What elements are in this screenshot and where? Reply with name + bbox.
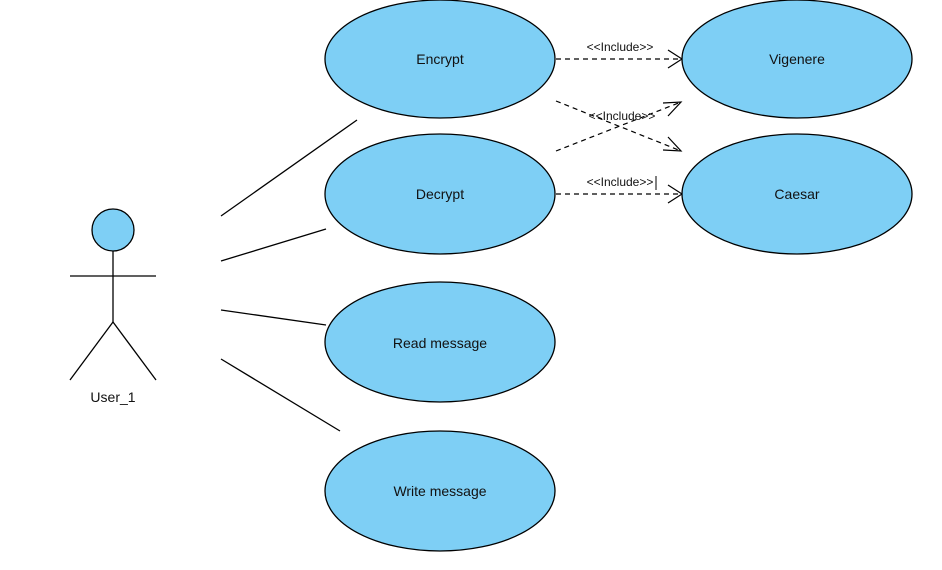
usecase-read-message-label: Read message — [393, 335, 487, 351]
usecase-write-message[interactable]: Write message — [324, 430, 556, 552]
include-label-encrypt-vigenere: <<Include>> — [587, 40, 654, 54]
include-label-crossing: <<Include>> — [589, 109, 656, 123]
usecase-caesar[interactable]: Caesar — [681, 133, 913, 255]
include-arrow-decrypt-vigenere — [555, 101, 682, 152]
association-write-message — [220, 358, 341, 432]
include-label-decrypt-caesar: <<Include>> — [587, 175, 654, 189]
usecase-read-message[interactable]: Read message — [324, 281, 556, 403]
association-encrypt — [220, 119, 358, 217]
association-read-message — [220, 309, 327, 326]
usecase-encrypt[interactable]: Encrypt — [324, 0, 556, 119]
actor-right-leg — [112, 321, 157, 381]
actor-left-leg — [69, 321, 114, 381]
usecase-decrypt[interactable]: Decrypt — [324, 133, 556, 255]
usecase-vigenere[interactable]: Vigenere — [681, 0, 913, 119]
arrowhead-decrypt-vigenere — [662, 101, 683, 117]
arrowhead-encrypt-caesar — [662, 136, 683, 152]
usecase-caesar-label: Caesar — [774, 186, 819, 202]
actor-user[interactable]: User_1 — [69, 208, 157, 405]
usecase-decrypt-label: Decrypt — [416, 186, 464, 202]
actor-name: User_1 — [90, 389, 135, 405]
usecase-write-message-label: Write message — [393, 483, 486, 499]
association-decrypt — [220, 228, 327, 262]
usecase-encrypt-label: Encrypt — [416, 51, 464, 67]
actor-head — [91, 208, 135, 252]
usecase-vigenere-label: Vigenere — [769, 51, 825, 67]
